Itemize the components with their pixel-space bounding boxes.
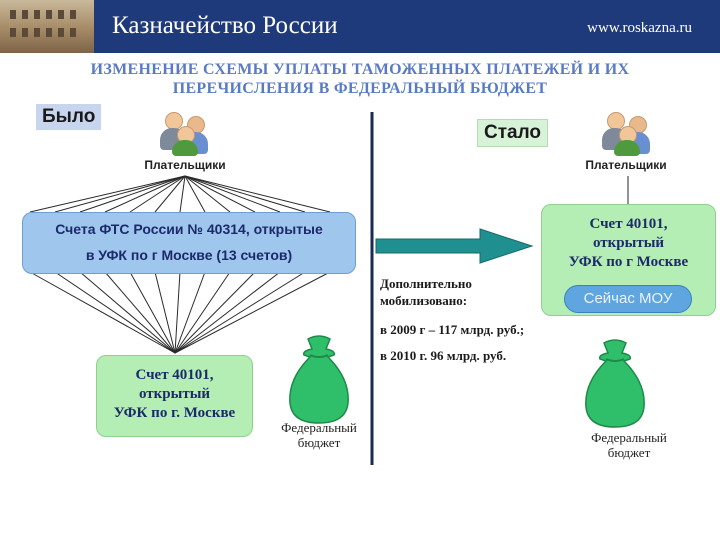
fts-accounts-box: Счета ФТС России № 40314, открытые в УФК… <box>22 212 356 274</box>
header-banner <box>0 0 720 53</box>
treasury-after-line3: УФК по г Москве <box>568 254 689 270</box>
mou-badge: Сейчас МОУ <box>564 285 692 313</box>
building-image <box>0 0 94 53</box>
treasury-before-line3: УФК по г. Москве <box>113 405 236 421</box>
mobilized-label-line2: мобилизовано: <box>380 293 468 308</box>
budget-label-before: Федеральный бюджет <box>266 420 372 450</box>
money-bag-icon <box>585 339 645 428</box>
payers-icon <box>158 108 212 156</box>
payers-label-before: Плательщики <box>144 158 226 172</box>
budget-before-line1: Федеральный <box>281 420 357 435</box>
treasury-after-line1: Счет 40101, <box>589 216 668 232</box>
transition-arrow <box>375 228 534 264</box>
mobilized-label-line1: Дополнительно <box>380 276 472 291</box>
budget-after-line2: бюджет <box>607 445 651 460</box>
treasury-before-line2: открытый <box>138 386 211 402</box>
budget-before-line2: бюджет <box>297 435 341 450</box>
mobilized-2010: в 2010 г. 96 млрд. руб. <box>380 348 507 363</box>
treasury-account-before-box: Счет 40101, открытый УФК по г. Москве <box>96 355 253 437</box>
fts-line1: Счета ФТС России № 40314, открытые <box>55 221 323 237</box>
header-url[interactable]: www.roskazna.ru <box>587 20 692 36</box>
fan-lines-top <box>29 175 331 213</box>
payers-icon <box>600 108 654 156</box>
tag-before: Было <box>36 104 102 130</box>
mobilized-2009: в 2009 г – 117 млрд. руб.; <box>380 322 525 337</box>
treasury-after-line2: открытый <box>592 235 665 251</box>
fan-lines-bottom <box>29 271 331 354</box>
money-bag-icon <box>289 335 349 424</box>
payers-label-after: Плательщики <box>585 158 667 172</box>
tag-after: Стало <box>477 119 549 147</box>
header-title: Казначейство России <box>112 12 338 39</box>
slide-title-line1: ИЗМЕНЕНИЕ СХЕМЫ УПЛАТЫ ТАМОЖЕННЫХ ПЛАТЕЖ… <box>90 61 630 78</box>
fts-line2: в УФК по г Москве (13 счетов) <box>85 247 293 263</box>
budget-after-line1: Федеральный <box>591 430 667 445</box>
budget-label-after: Федеральный бюджет <box>576 430 682 460</box>
slide-title-line2: ПЕРЕЧИСЛЕНИЯ В ФЕДЕРАЛЬНЫЙ БЮДЖЕТ <box>172 80 548 97</box>
treasury-before-line1: Счет 40101, <box>135 367 214 383</box>
slide-title: ИЗМЕНЕНИЕ СХЕМЫ УПЛАТЫ ТАМОЖЕННЫХ ПЛАТЕЖ… <box>20 60 700 98</box>
